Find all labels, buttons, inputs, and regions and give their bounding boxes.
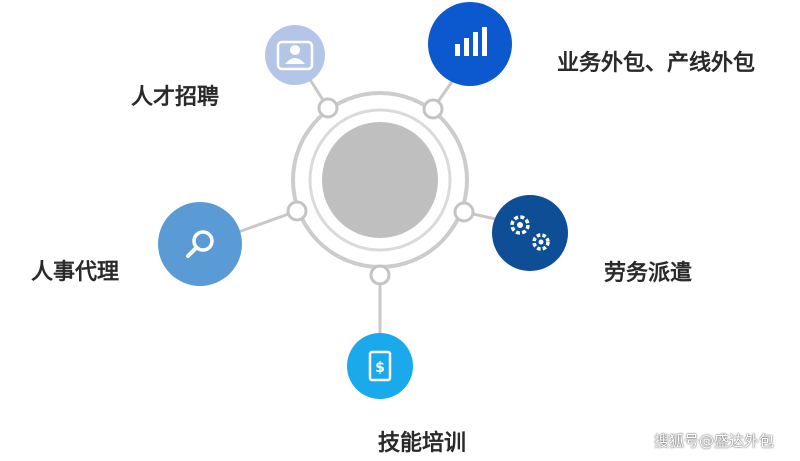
search-icon xyxy=(186,230,214,258)
user-icon xyxy=(276,40,314,71)
hub-circle xyxy=(322,122,438,238)
connector-agency xyxy=(229,209,298,237)
label-training: 技能培训 xyxy=(378,430,467,456)
label-agency: 人事代理 xyxy=(31,259,120,285)
label-dispatch: 劳务派遣 xyxy=(604,260,693,286)
label-recruit: 人才招聘 xyxy=(131,84,220,110)
svg-text:$: $ xyxy=(375,360,385,376)
node-dispatch xyxy=(492,195,568,271)
bar-chart-icon xyxy=(455,27,487,56)
junction-dot-outsource xyxy=(422,98,444,120)
node-recruit xyxy=(265,25,325,85)
junction-dot-dispatch xyxy=(453,201,475,223)
label-outsource: 业务外包、产线外包 xyxy=(557,50,756,76)
node-outsource xyxy=(428,2,512,86)
node-training: $ xyxy=(347,333,413,399)
junction-dot-recruit xyxy=(317,97,339,119)
gears-icon xyxy=(510,215,550,251)
watermark-text: 搜狐号@盛达外包 xyxy=(654,432,775,450)
node-agency xyxy=(158,202,242,286)
dollar-document-icon: $ xyxy=(368,350,392,382)
inner-ring xyxy=(308,108,452,252)
junction-dot-training xyxy=(369,264,391,286)
junction-dot-agency xyxy=(286,200,308,222)
